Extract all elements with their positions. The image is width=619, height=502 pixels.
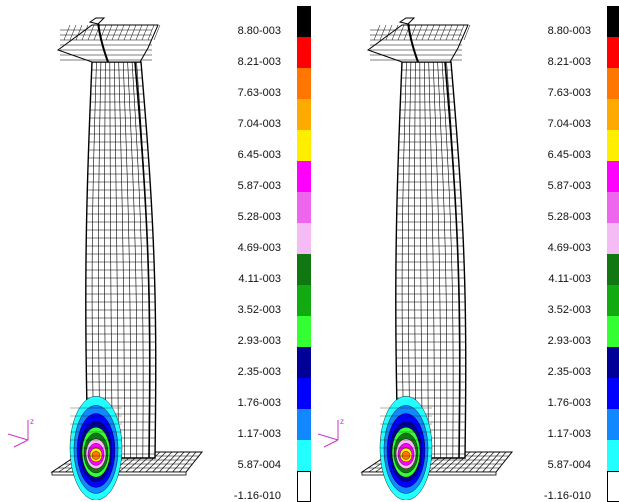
legend-level-label: 5.87-003 — [547, 180, 591, 192]
legend-level-label: 1.76-003 — [237, 397, 281, 409]
legend-level-label: 8.80-003 — [237, 25, 281, 37]
legend-level-label: 2.35-003 — [547, 366, 591, 378]
legend-level-label: 7.63-003 — [237, 87, 281, 99]
legend-swatch — [607, 161, 619, 192]
legend-swatch — [607, 378, 619, 409]
left-panel: z 8.80-003 8.21-003 7.63-003 7.04-003 6.45-0… — [0, 0, 311, 502]
legend-level-label: 6.45-003 — [237, 149, 281, 161]
legend-level-label: 5.87-004 — [547, 459, 591, 471]
legend-swatch — [297, 6, 311, 37]
axis-triad: z — [317, 417, 344, 448]
axis-triad: z — [7, 417, 34, 448]
legend-level-label: 2.93-003 — [237, 335, 281, 347]
top-cap — [366, 17, 471, 63]
right-panel: z 8.80-003 8.21-003 7.63-003 7.04-003 6.45-0… — [310, 0, 619, 502]
legend-swatch — [607, 409, 619, 440]
legend-swatch — [297, 192, 311, 223]
legend-level-label: 7.04-003 — [237, 118, 281, 130]
legend-level-label: 3.52-003 — [547, 304, 591, 316]
top-cap — [56, 17, 161, 63]
legend-swatch — [297, 409, 311, 440]
fe-mesh-model: z — [7, 17, 204, 500]
legend-level-label: 2.93-003 — [547, 335, 591, 347]
legend-level-label: 4.11-003 — [548, 273, 591, 285]
legend-level-label: 5.28-003 — [237, 211, 281, 223]
legend-level-label: 7.63-003 — [547, 87, 591, 99]
legend-level-label: 4.69-003 — [237, 242, 281, 254]
legend-level-label: 1.17-003 — [547, 428, 591, 440]
legend-swatch — [297, 347, 311, 378]
legend-swatch — [607, 192, 619, 223]
legend-level-label: 7.04-003 — [547, 118, 591, 130]
legend-level-label: 4.69-003 — [547, 242, 591, 254]
legend-level-label: 5.87-004 — [237, 459, 281, 471]
legend-swatch — [607, 37, 619, 68]
legend-swatch — [607, 68, 619, 99]
legend-level-label: 8.21-003 — [547, 56, 591, 68]
legend-level-label: 1.17-003 — [237, 428, 281, 440]
legend-swatch — [297, 68, 311, 99]
legend-swatch — [607, 316, 619, 347]
legend-swatch — [297, 99, 311, 130]
axis-z-label: z — [30, 417, 34, 426]
legend-swatch — [297, 130, 311, 161]
axis-z-label: z — [340, 417, 344, 426]
legend-level-label: 4.11-003 — [238, 273, 281, 285]
legend-swatch — [607, 223, 619, 254]
tower-shell — [85, 61, 157, 459]
stress-contour — [379, 396, 433, 500]
legend-level-label: -1.16-010 — [233, 490, 281, 502]
legend-swatch — [297, 316, 311, 347]
legend-swatch — [297, 285, 311, 316]
stress-contour — [69, 396, 123, 500]
legend-swatch — [607, 285, 619, 316]
legend-swatch — [607, 99, 619, 130]
legend-level-label: 8.21-003 — [237, 56, 281, 68]
legend-swatch — [297, 378, 311, 409]
legend-level-label: 1.76-003 — [547, 397, 591, 409]
legend-level-label: 2.35-003 — [237, 366, 281, 378]
legend-level-label: 6.45-003 — [547, 149, 591, 161]
legend-level-label: 3.52-003 — [237, 304, 281, 316]
legend-swatch — [607, 130, 619, 161]
legend-swatch — [297, 254, 311, 285]
fe-mesh-model: z — [317, 17, 514, 500]
legend-level-label: 5.28-003 — [547, 211, 591, 223]
legend-swatch — [297, 37, 311, 68]
legend-swatch — [607, 347, 619, 378]
legend-level-label: 5.87-003 — [237, 180, 281, 192]
legend-swatch — [607, 471, 619, 502]
legend-swatch — [297, 471, 311, 502]
legend-swatch — [297, 440, 311, 471]
legend-swatch — [607, 440, 619, 471]
legend-level-label: -1.16-010 — [543, 490, 591, 502]
legend-swatch — [297, 161, 311, 192]
legend-level-label: 8.80-003 — [547, 25, 591, 37]
legend-swatch — [297, 223, 311, 254]
legend-swatch — [607, 254, 619, 285]
legend-swatch — [607, 6, 619, 37]
tower-shell — [395, 61, 467, 459]
